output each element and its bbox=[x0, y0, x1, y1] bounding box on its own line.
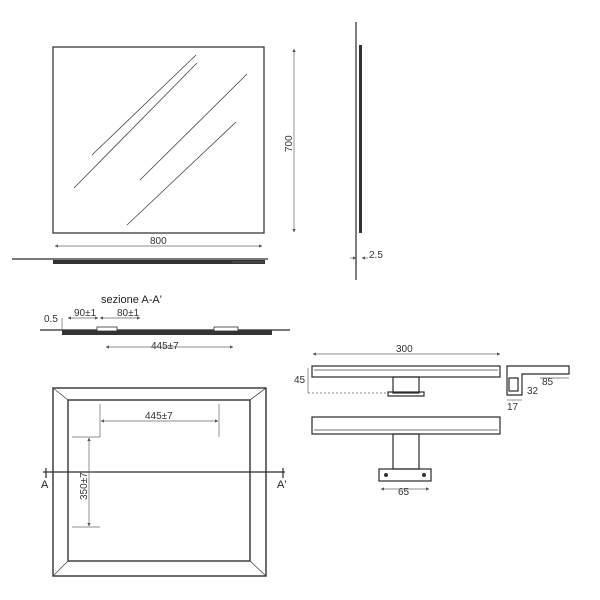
mirror-outline bbox=[52, 46, 265, 234]
section-dim-80: 80±1 bbox=[117, 308, 140, 319]
mirror-height-label: 700 bbox=[284, 135, 295, 152]
back-inner-frame bbox=[67, 399, 251, 562]
lamp-top-view: 300 45 bbox=[294, 344, 501, 397]
reflection-line bbox=[139, 73, 248, 181]
reflection-line bbox=[91, 54, 197, 156]
mirror-width-label: 800 bbox=[150, 236, 167, 247]
section-bracket-left bbox=[96, 326, 118, 332]
frame-corner bbox=[52, 387, 69, 401]
edge-view-bar bbox=[53, 260, 265, 264]
lamp-depth-label: 85 bbox=[542, 377, 554, 388]
lamp-height-label: 45 bbox=[294, 375, 306, 386]
lamp-arm-top bbox=[392, 376, 420, 394]
lamp-base-top bbox=[387, 391, 425, 397]
lamp-side-profile bbox=[506, 365, 570, 396]
frame-corner bbox=[249, 387, 267, 401]
back-dim-445: 445±7 bbox=[145, 411, 173, 422]
lamp-body-front bbox=[311, 416, 501, 435]
screw-hole bbox=[384, 473, 388, 477]
reflection-line bbox=[126, 121, 237, 226]
lamp-base-front bbox=[378, 468, 432, 482]
section-dim-445: 445±7 bbox=[151, 341, 179, 352]
lamp-arm-label: 32 bbox=[527, 386, 539, 397]
lamp-edge-label: 17 bbox=[507, 402, 519, 413]
lamp-front-view: 65 bbox=[311, 416, 501, 498]
mirror-front-view: 800 700 bbox=[12, 46, 296, 264]
mirror-back-view: A A' 445±7 350±7 bbox=[41, 387, 286, 577]
section-dim-90: 90±1 bbox=[74, 308, 97, 319]
thickness-label: 2.5 bbox=[369, 250, 383, 261]
section-edge-label: 0.5 bbox=[44, 314, 58, 325]
section-a-a: sezione A-A' 0.5 90±1 80±1 445±7 bbox=[40, 294, 290, 352]
side-view-glass bbox=[359, 45, 362, 233]
lamp-side-clip bbox=[508, 377, 519, 392]
back-dim-350: 350±7 bbox=[79, 472, 90, 500]
section-marker-left: A bbox=[41, 479, 49, 491]
screw-hole bbox=[422, 473, 426, 477]
back-outer-frame bbox=[52, 387, 267, 577]
lamp-base-label: 65 bbox=[398, 487, 410, 498]
section-body bbox=[62, 330, 272, 335]
lamp-side-view: 85 32 17 bbox=[506, 365, 570, 413]
section-title: sezione A-A' bbox=[101, 294, 162, 306]
mirror-side-view: 2.5 bbox=[350, 22, 383, 280]
lamp-arm-front bbox=[392, 433, 420, 470]
section-bracket-right bbox=[213, 326, 239, 332]
frame-corner bbox=[249, 560, 267, 577]
reflection-line bbox=[73, 62, 198, 189]
section-marker-right: A' bbox=[277, 479, 286, 491]
frame-corner bbox=[52, 560, 69, 577]
lamp-length-label: 300 bbox=[396, 344, 413, 355]
lamp-body-top bbox=[311, 365, 501, 378]
